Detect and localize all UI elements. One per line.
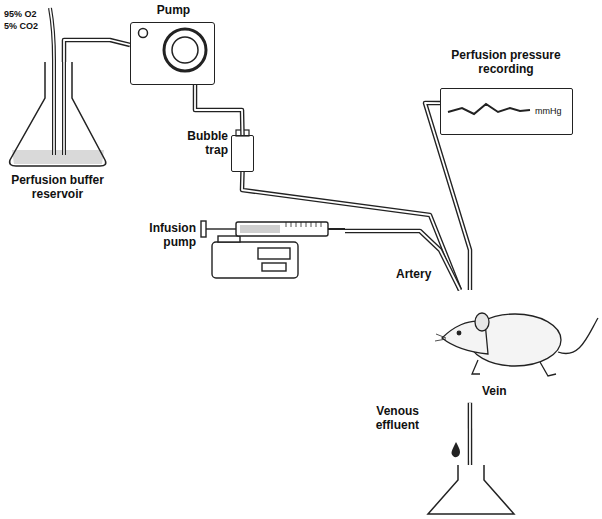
tube-wall: [345, 231, 460, 290]
tick: [321, 222, 322, 227]
tube-lumen: [345, 231, 460, 290]
part-label: Bubble trap: [180, 130, 228, 158]
gas-tube-inner: [50, 8, 54, 155]
reservoir-flask-drawing: [10, 8, 106, 166]
effluent-flask: Venous effluent: [425, 465, 515, 515]
pump-box: Pump: [130, 22, 215, 85]
pressure-trace: [448, 104, 530, 114]
tick: [286, 222, 287, 227]
rat-whiskers: [435, 334, 446, 341]
flask-outline: [10, 62, 106, 166]
syringe-plunger: [206, 228, 236, 229]
part-label: Infusion pump: [144, 222, 196, 250]
part-label: Artery: [396, 268, 438, 282]
buffer-tube: [62, 62, 66, 155]
tick: [311, 222, 312, 227]
tube-lumen: [469, 403, 471, 465]
tube-lumen: [64, 40, 130, 62]
tick: [316, 222, 317, 227]
part-label: Pump: [131, 4, 216, 18]
tubing: [64, 40, 130, 62]
tick: [301, 222, 302, 227]
rat-hindleg: [540, 362, 556, 376]
tube-wall: [242, 172, 460, 290]
tubing: [195, 85, 243, 135]
infusion-pump-drawing: [201, 221, 345, 278]
tube-lumen: [242, 172, 460, 290]
pump-rotor: [164, 29, 206, 71]
syringe-holder: [218, 236, 240, 242]
pump-knob: [139, 29, 148, 38]
gas-label: 5% CO2: [4, 21, 38, 31]
rat-ear: [475, 313, 489, 331]
tick: [296, 222, 297, 227]
infusion-pump: Infusion pump: [200, 218, 345, 280]
gas-tube: [50, 8, 54, 155]
syringe-graduation: [286, 222, 321, 227]
rat-eye: [457, 331, 461, 335]
bubble-trap: Bubble trap: [231, 135, 254, 172]
tube-wall: [468, 403, 473, 465]
tubing: [469, 403, 470, 465]
tubing: [345, 231, 460, 290]
part-label: Venous effluent: [349, 405, 419, 433]
pump-body: [212, 242, 298, 278]
tick: [306, 222, 307, 227]
plunger-thumb: [201, 221, 206, 237]
pump-panel: [262, 263, 286, 271]
drop: [452, 442, 460, 457]
effluent-flask-outline: [428, 465, 514, 514]
reservoir-flask: Perfusion buffer reservoir: [8, 62, 105, 168]
unit-label: mmHg: [535, 106, 569, 116]
syringe-tip: [328, 228, 345, 230]
part-label: Perfusion buffer reservoir: [0, 174, 115, 202]
tube-wall: [64, 40, 130, 62]
gas-label: 95% O2: [4, 9, 37, 19]
part-label: Perfusion pressure recording: [431, 49, 581, 77]
tick: [291, 222, 292, 227]
tube-wall: [195, 85, 243, 135]
pressure-recorder: Perfusion pressure recordingmmHg: [440, 88, 573, 135]
rat-foreleg: [472, 360, 480, 374]
rat-drawing: [435, 313, 598, 376]
pump-display: [258, 248, 290, 259]
pump-rotor-hub: [172, 37, 198, 63]
tube-lumen: [195, 85, 243, 135]
syringe-content: [240, 225, 280, 233]
rat: ArteryVein: [440, 290, 568, 403]
unit-label: Vein: [482, 385, 522, 399]
pump-drawing: [139, 29, 207, 72]
rat-tail: [558, 318, 598, 354]
tubing: [242, 172, 460, 290]
buffer-tube-inner: [63, 62, 65, 155]
syringe-barrel: [236, 222, 328, 236]
buffer-liquid: [12, 150, 104, 164]
